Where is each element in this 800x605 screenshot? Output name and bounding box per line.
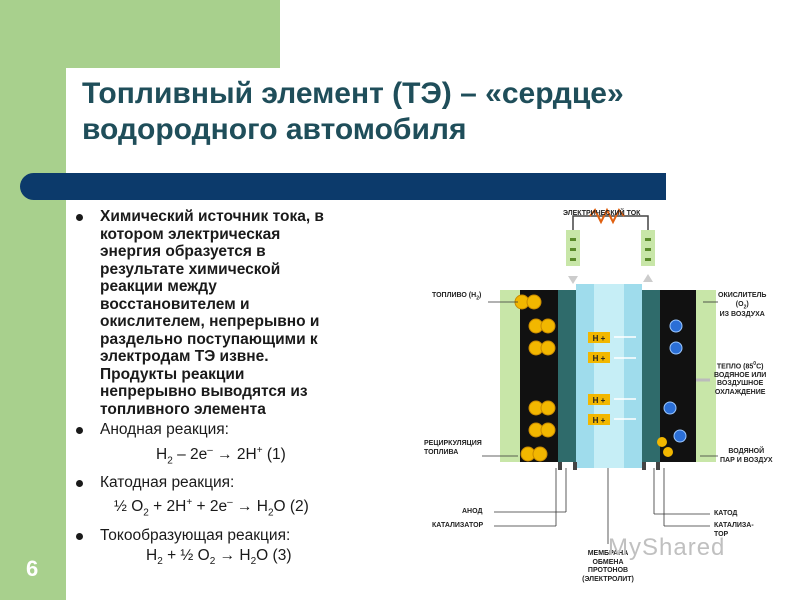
label-anode: АНОД [462, 508, 483, 515]
title-line-2: водородного автомобиля [82, 113, 467, 146]
current-equation: H2 + ½ O2 → H2O (3) [146, 547, 292, 568]
proton-label: H + [593, 334, 606, 343]
title-line-1: Топливный элемент (ТЭ) – «сердце» [82, 77, 624, 110]
cathode-equation: ½ O2 + 2H+ + 2e– → H2O (2) [114, 497, 309, 519]
fuel-cell-diagram: H + H + H + H + ЭЛЕКТРИЧЕСКИЙ ТОК ТОПЛИВ… [418, 204, 800, 600]
anode-equation: H2 – 2e– → 2H+ (1) [156, 444, 286, 466]
bottom-connectors [558, 462, 660, 470]
leader-lines [482, 301, 718, 544]
label-cathode: КАТОД [714, 510, 738, 517]
proton-label: H + [593, 396, 606, 405]
left-end-plate [500, 290, 520, 462]
label-heat: ТЕПЛО (850С) ВОДЯНОЕ ИЛИ ВОЗДУШНОЕ ОХЛАЖ… [714, 361, 767, 396]
resistor-icon [589, 207, 625, 225]
proton-label: H + [593, 354, 606, 363]
label-water-vapor: ВОДЯНОЙ ПАР И ВОЗДУХ [720, 448, 773, 464]
cathode-layer [642, 290, 660, 462]
watermark: MyShared [608, 534, 726, 561]
label-catalyst: КАТАЛИЗАТОР [432, 522, 484, 529]
right-end-plate [696, 290, 716, 462]
bullet-current-reaction: Токообразующая реакция: [76, 527, 406, 545]
label-fuel-recirculation: РЕЦИРКУЛЯЦИЯ ТОПЛИВА [424, 440, 482, 456]
label-membrane: МЕМБРАНА ОБМЕНА ПРОТОНОВ (ЭЛЕКТРОЛИТ) [582, 550, 634, 583]
bullet-list: Химический источник тока, в котором элек… [76, 208, 406, 575]
slide-title: Топливный элемент (ТЭ) – «сердце» водоро… [82, 76, 624, 148]
proton-arrows [614, 336, 636, 420]
page-number: 6 [26, 556, 39, 581]
arrow-up-icon [568, 276, 578, 284]
label-oxidizer: ОКИСЛИТЕЛЬ (О2) ИЗ ВОЗДУХА [718, 292, 767, 319]
oxygen-molecules [663, 319, 687, 443]
label-catalyst-cathode: КАТАЛИЗА- ТОР [714, 522, 754, 538]
anode-layer [558, 290, 576, 462]
electron-marks [570, 238, 651, 261]
label-electric-current: ЭЛЕКТРИЧЕСКИЙ ТОК [563, 210, 641, 217]
proton-label: H + [593, 416, 606, 425]
green-side-strip [0, 188, 66, 600]
title-underline-bar [20, 173, 666, 200]
title-box [66, 68, 800, 186]
arrow-down-icon [643, 274, 653, 282]
label-fuel: ТОПЛИВО (Н2) [432, 292, 482, 302]
bullet-definition: Химический источник тока, в котором элек… [76, 208, 406, 418]
bullet-anode-reaction: Анодная реакция: [76, 421, 406, 439]
water-molecules [657, 437, 673, 457]
bullet-cathode-reaction: Катодная реакция: [76, 474, 406, 492]
fuel-cell-svg: H + H + H + H + [482, 207, 718, 544]
protons [588, 332, 610, 425]
membrane-highlight [594, 284, 624, 468]
